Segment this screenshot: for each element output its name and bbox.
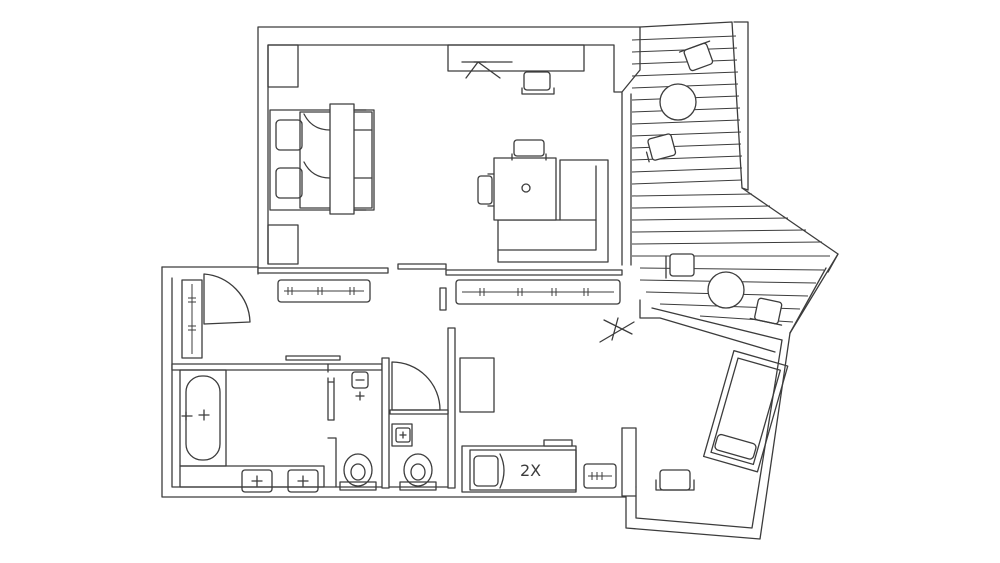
- balcony-furniture: [645, 40, 783, 326]
- luggage-rack: [583, 463, 617, 489]
- faucet-icon: [251, 475, 263, 487]
- single-bed: 2X: [461, 439, 577, 493]
- balcony-chair: [749, 297, 783, 326]
- wc-sink: [391, 423, 413, 447]
- faucet-icon: [198, 409, 210, 421]
- exterior-walls: [161, 21, 839, 540]
- faucet-icon: [297, 475, 309, 487]
- living-room: 2X: [455, 139, 789, 493]
- cabinet: [459, 357, 495, 413]
- balcony-chair: [678, 40, 714, 72]
- interior-walls: [171, 263, 623, 489]
- balcony-chair: [645, 133, 677, 163]
- daybed: [702, 349, 789, 473]
- wardrobe-rail: [455, 279, 621, 305]
- toilet: [339, 453, 377, 491]
- balcony-chair: [665, 253, 695, 279]
- vanity: [179, 465, 325, 493]
- wall-hanger: [277, 279, 371, 303]
- floor-lamp-icon: [599, 317, 635, 343]
- bedroom: [267, 44, 585, 303]
- double-bed: [269, 103, 375, 215]
- door-swing: [391, 361, 441, 411]
- towel-rail: [181, 279, 203, 359]
- balcony-table-bottom: [707, 271, 745, 309]
- wardrobe: [267, 224, 299, 265]
- desk-chair: [521, 71, 555, 95]
- bed-count-label: 2X: [520, 461, 541, 480]
- bathroom: [179, 273, 377, 493]
- dining-table: [477, 139, 557, 221]
- wardrobe: [267, 44, 299, 88]
- toilet: [399, 453, 437, 491]
- armchair: [655, 469, 695, 491]
- door-swing: [203, 273, 251, 325]
- tv-stand: [447, 44, 585, 72]
- bathtub: [179, 369, 227, 467]
- balcony-table-top: [659, 83, 697, 121]
- wc: [391, 361, 441, 491]
- shower: [351, 371, 369, 401]
- lamp-icon: [465, 61, 501, 79]
